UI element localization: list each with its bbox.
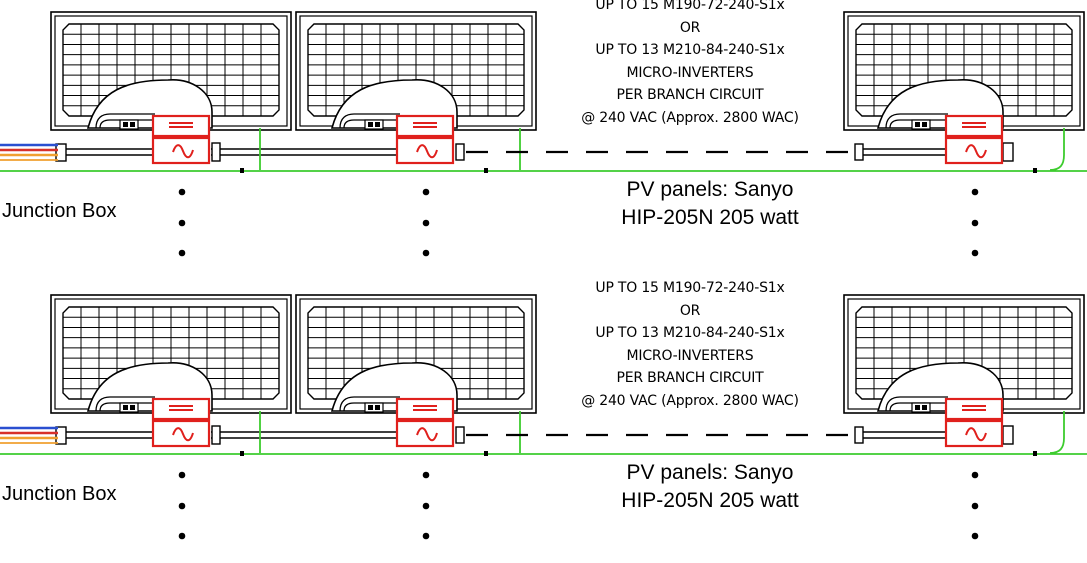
cable-connector-icon	[119, 402, 139, 413]
continuation-dot	[422, 188, 430, 196]
cable-connector-icon	[911, 119, 931, 130]
capacity-note-line: PER BRANCH CIRCUIT	[616, 370, 764, 387]
ground-lug	[240, 168, 244, 173]
sine-wave-icon	[172, 144, 194, 159]
dc-lead	[885, 113, 948, 129]
dc-lead	[885, 396, 948, 412]
continuation-dot	[178, 532, 186, 540]
continuation-dot	[178, 471, 186, 479]
capacity-note-line: OR	[679, 19, 701, 36]
dc-lead	[339, 113, 400, 129]
dc-lead	[95, 113, 155, 129]
capacity-note-line: @ 240 VAC (Approx. 2800 WAC)	[581, 392, 799, 409]
continuation-dot	[971, 532, 979, 540]
pv-panel-label-line: PV panels: Sanyo	[626, 461, 794, 484]
micro-inverter-icon	[151, 397, 211, 448]
continuation-dot	[971, 502, 979, 510]
continuation-dot	[422, 471, 430, 479]
sine-wave-icon	[965, 144, 987, 159]
capacity-note-line: UP TO 13 M210-84-240-S1x	[595, 325, 785, 342]
junction-box-wires-icon	[0, 426, 58, 444]
continuation-dot	[971, 249, 979, 257]
cable-end-cap	[455, 143, 465, 161]
cable-end-cap	[455, 426, 465, 444]
micro-inverter-icon	[395, 114, 455, 165]
continuation-dot	[178, 188, 186, 196]
ground-wire	[0, 411, 1087, 455]
micro-inverter-icon	[395, 397, 455, 448]
continuation-dot	[422, 249, 430, 257]
capacity-note-line: @ 240 VAC (Approx. 2800 WAC)	[581, 109, 799, 126]
ground-lug	[240, 451, 244, 456]
pv-panel-label-line: HIP-205N 205 watt	[621, 206, 799, 229]
cable-end-cap	[211, 425, 221, 445]
ground-wire	[0, 128, 1087, 172]
continuation-dot	[422, 532, 430, 540]
sine-wave-icon	[416, 144, 438, 159]
micro-inverter-icon	[944, 114, 1004, 165]
cable-end-cap	[55, 143, 67, 162]
cable-end-cap	[1002, 425, 1014, 445]
row-2-drawing	[0, 294, 1087, 540]
cable-end-cap	[854, 143, 864, 161]
micro-inverter-icon	[151, 114, 211, 165]
branch-circuit-row-1: UP TO 15 M190-72-240-S1x OR UP TO 13 M21…	[0, 0, 1087, 280]
continuation-dot	[422, 219, 430, 227]
capacity-note-line: UP TO 15 M190-72-240-S1x	[595, 0, 785, 13]
continuation-dot	[971, 188, 979, 196]
ground-lug	[484, 168, 488, 173]
junction-box-label: Junction Box	[2, 483, 117, 505]
continuation-dot	[178, 249, 186, 257]
capacity-note-line: PER BRANCH CIRCUIT	[616, 87, 764, 104]
continuation-dot	[971, 471, 979, 479]
capacity-note-line: UP TO 15 M190-72-240-S1x	[595, 280, 785, 296]
capacity-note: UP TO 15 M190-72-240-S1x OR UP TO 13 M21…	[540, 0, 840, 130]
pv-panel-label: PV panels: Sanyo HIP-205N 205 watt	[570, 176, 850, 232]
continuation-dot	[178, 502, 186, 510]
capacity-note-line: UP TO 13 M210-84-240-S1x	[595, 42, 785, 59]
dc-lead	[339, 396, 400, 412]
cable-end-cap	[55, 426, 67, 445]
continuation-dot	[178, 219, 186, 227]
capacity-note-line: OR	[679, 302, 701, 319]
capacity-note-line: MICRO-INVERTERS	[626, 64, 754, 81]
dc-lead	[95, 396, 155, 412]
junction-box-label: Junction Box	[2, 200, 117, 222]
ground-lug	[484, 451, 488, 456]
ground-lug	[1033, 168, 1037, 173]
pv-panel-label: PV panels: Sanyo HIP-205N 205 watt	[570, 459, 850, 515]
cable-end-cap	[854, 426, 864, 444]
continuation-dot	[422, 502, 430, 510]
sine-wave-icon	[965, 427, 987, 442]
cable-connector-icon	[119, 119, 139, 130]
pv-panel-label-line: HIP-205N 205 watt	[621, 489, 799, 512]
cable-connector-icon	[364, 119, 384, 130]
sine-wave-icon	[172, 427, 194, 442]
capacity-note: UP TO 15 M190-72-240-S1x OR UP TO 13 M21…	[540, 277, 840, 413]
cable-connector-icon	[911, 402, 931, 413]
sine-wave-icon	[416, 427, 438, 442]
cable-connector-icon	[364, 402, 384, 413]
junction-box-wires-icon	[0, 143, 58, 161]
ground-lug	[1033, 451, 1037, 456]
pv-panel-label-line: PV panels: Sanyo	[626, 178, 794, 201]
micro-inverter-icon	[944, 397, 1004, 448]
continuation-dot	[971, 219, 979, 227]
cable-end-cap	[211, 142, 221, 162]
capacity-note-line: MICRO-INVERTERS	[626, 347, 754, 364]
cable-end-cap	[1002, 142, 1014, 162]
branch-circuit-row-2: UP TO 15 M190-72-240-S1x OR UP TO 13 M21…	[0, 280, 1087, 563]
row-1-drawing	[0, 11, 1087, 257]
